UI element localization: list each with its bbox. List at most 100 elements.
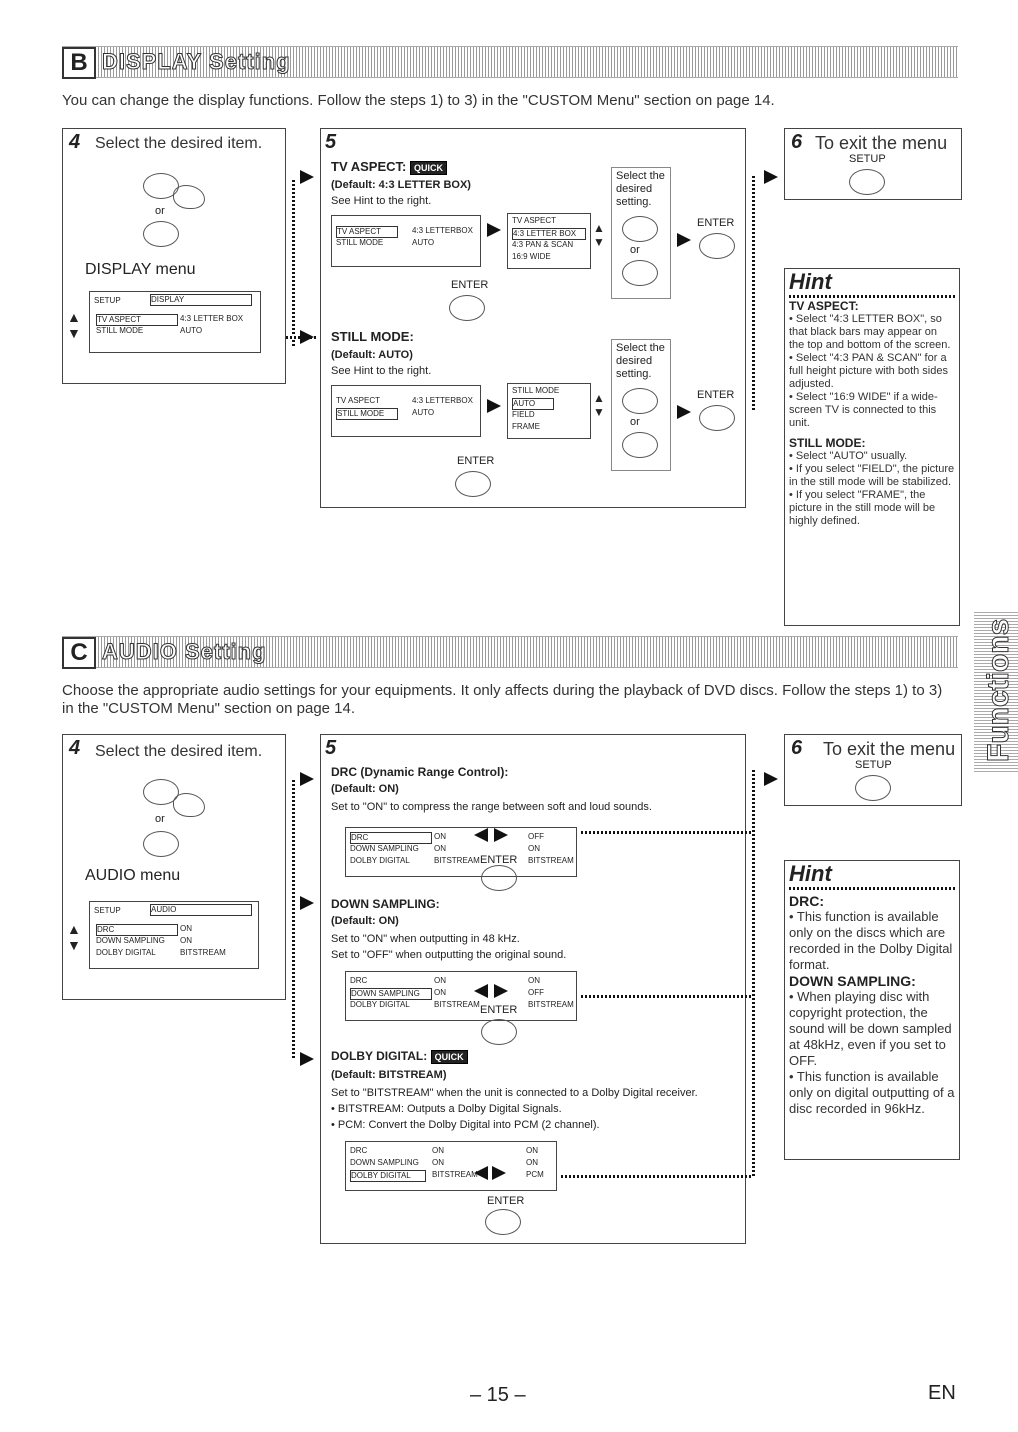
menu-row-value: ON <box>180 924 192 933</box>
screen-row-alt: BITSTREAM <box>528 856 574 865</box>
screen-row-alt: ON <box>526 1146 538 1155</box>
tab-setup: SETUP <box>94 906 121 915</box>
down-sampling-screen: DRC ON ON DOWN SAMPLING ON OFF DOLBY DIG… <box>345 971 577 1021</box>
menu-row-value: BITSTREAM <box>180 948 226 957</box>
or-label: or <box>155 813 165 825</box>
dolby-desc: Set to "BITSTREAM" when the unit is conn… <box>331 1087 698 1099</box>
step-number: 6 <box>791 131 803 153</box>
display-step6-box: 6 To exit the menu SETUP <box>784 128 962 200</box>
still-mode-hint-ref: See Hint to the right. <box>331 365 432 377</box>
enter-button-icon <box>455 471 491 497</box>
arrow-icon <box>764 772 778 786</box>
dolby-title: DOLBY DIGITAL: QUICK <box>331 1049 468 1064</box>
up-down-arrow-icon: ▲▼ <box>67 921 81 953</box>
arrow-icon <box>487 399 501 413</box>
arrow-icon <box>300 772 314 786</box>
screen-row-name: STILL MODE <box>336 238 384 247</box>
enter-label: ENTER <box>480 854 518 866</box>
enter-button-icon <box>481 865 517 891</box>
hint-item: • Select "4:3 PAN & SCAN" for a full hei… <box>789 352 948 390</box>
arrow-icon <box>300 896 314 910</box>
screen-row-name: TV ASPECT <box>336 226 398 238</box>
connector <box>581 831 753 834</box>
display-hint-box: Hint TV ASPECT: • Select "4:3 LETTER BOX… <box>784 268 960 626</box>
enter-label: ENTER <box>457 455 495 467</box>
audio-menu-screen: SETUP AUDIO DRC ON DOWN SAMPLING ON DOLB… <box>89 901 259 969</box>
up-down-arrow-icon: ▲▼ <box>67 309 81 341</box>
tv-aspect-screen: TV ASPECT 4:3 LETTERBOX STILL MODE AUTO <box>331 215 481 267</box>
or-label: or <box>630 416 640 428</box>
setup-button-icon <box>855 775 891 801</box>
section-letter: B <box>62 47 96 79</box>
functions-side-tab: Functions <box>974 612 1018 772</box>
step-number: 4 <box>69 737 81 759</box>
menu-row-name: TV ASPECT <box>96 314 178 326</box>
arrow-icon <box>487 223 501 237</box>
enter-label: ENTER <box>451 279 489 291</box>
hint-item: • If you select "FIELD", the picture in … <box>789 463 955 488</box>
enter-button-icon <box>449 295 485 321</box>
hint-heading: DRC: <box>789 893 824 909</box>
enter-label: ENTER <box>697 389 735 401</box>
screen-row-value: ON <box>434 844 446 853</box>
still-mode-default: (Default: AUTO) <box>331 349 413 361</box>
select-note: Select the desired setting. <box>616 170 665 208</box>
down-button-icon <box>622 260 658 286</box>
setup-key-label: SETUP <box>855 759 892 771</box>
menu-row-value: AUTO <box>180 326 203 335</box>
display-step5-box: 5 TV ASPECT: QUICK (Default: 4:3 LETTER … <box>320 128 746 508</box>
screen-row-alt: ON <box>528 976 540 985</box>
screen-row-value: BITSTREAM <box>434 1000 480 1009</box>
connector <box>752 770 755 1176</box>
audio-step5-box: 5 DRC (Dynamic Range Control): (Default:… <box>320 734 753 1244</box>
down-sampling-desc: Set to "ON" when outputting in 48 kHz. <box>331 933 520 945</box>
enter-button-icon <box>481 1019 517 1045</box>
arrow-icon <box>677 233 691 247</box>
down-sampling-heading: DOWN SAMPLING: <box>331 897 440 911</box>
screen-row-name: DOWN SAMPLING <box>350 844 419 853</box>
screen-row-name: DOLBY DIGITAL <box>350 1170 426 1182</box>
still-mode-heading: STILL MODE: <box>331 329 414 344</box>
step-label: Select the desired item. <box>95 743 263 760</box>
hint-item: • Select "4:3 LETTER BOX", so that black… <box>789 313 951 351</box>
setup-button-icon <box>849 169 885 195</box>
screen-row-value: 4:3 LETTERBOX <box>412 396 473 405</box>
menu-row-value: 4:3 LETTER BOX <box>180 314 244 323</box>
options-title: STILL MODE <box>512 386 560 395</box>
step-label: To exit the menu <box>823 739 956 759</box>
hint-item: • This function is available only on dig… <box>789 1069 955 1116</box>
screen-row-alt: ON <box>526 1158 538 1167</box>
option: FIELD <box>512 410 535 419</box>
enter-button-icon <box>699 233 735 259</box>
hint-title: Hint <box>789 861 832 886</box>
hint-content: DRC: • This function is available only o… <box>789 893 955 1117</box>
screen-row-alt: BITSTREAM <box>528 1000 574 1009</box>
menu-row-name: STILL MODE <box>96 326 144 335</box>
tv-aspect-hint-ref: See Hint to the right. <box>331 195 432 207</box>
page-number: – 15 – <box>470 1384 526 1406</box>
step-label: Select the desired item. <box>95 135 263 152</box>
menu-label: DISPLAY menu <box>85 261 196 278</box>
dolby-bullet: • BITSTREAM: Outputs a Dolby Digital Sig… <box>331 1103 562 1115</box>
hint-title: Hint <box>789 269 832 294</box>
screen-row-value: AUTO <box>412 238 435 247</box>
hint-item: • This function is available only on the… <box>789 909 953 972</box>
screen-row-alt: ON <box>528 844 540 853</box>
up-button-icon <box>622 216 658 242</box>
screen-row-name: DOWN SAMPLING <box>350 1158 419 1167</box>
tab-display: DISPLAY <box>150 294 252 306</box>
connector <box>292 180 295 348</box>
arrow-icon <box>764 170 778 184</box>
hint-item: • When playing disc with copyright prote… <box>789 989 952 1068</box>
screen-row-value: BITSTREAM <box>432 1170 478 1179</box>
display-section-banner: B DISPLAY Setting <box>62 46 958 79</box>
dolby-default: (Default: BITSTREAM) <box>331 1069 447 1081</box>
enter-button-icon <box>485 1209 521 1235</box>
options-title: TV ASPECT <box>512 216 557 225</box>
hint-item: • If you select "FRAME", the picture in … <box>789 489 936 527</box>
display-intro: You can change the display functions. Fo… <box>62 92 775 109</box>
tv-aspect-title: TV ASPECT: QUICK <box>331 159 447 175</box>
screen-row-value: ON <box>434 832 446 841</box>
or-label: or <box>630 244 640 256</box>
arrow-icon <box>677 405 691 419</box>
